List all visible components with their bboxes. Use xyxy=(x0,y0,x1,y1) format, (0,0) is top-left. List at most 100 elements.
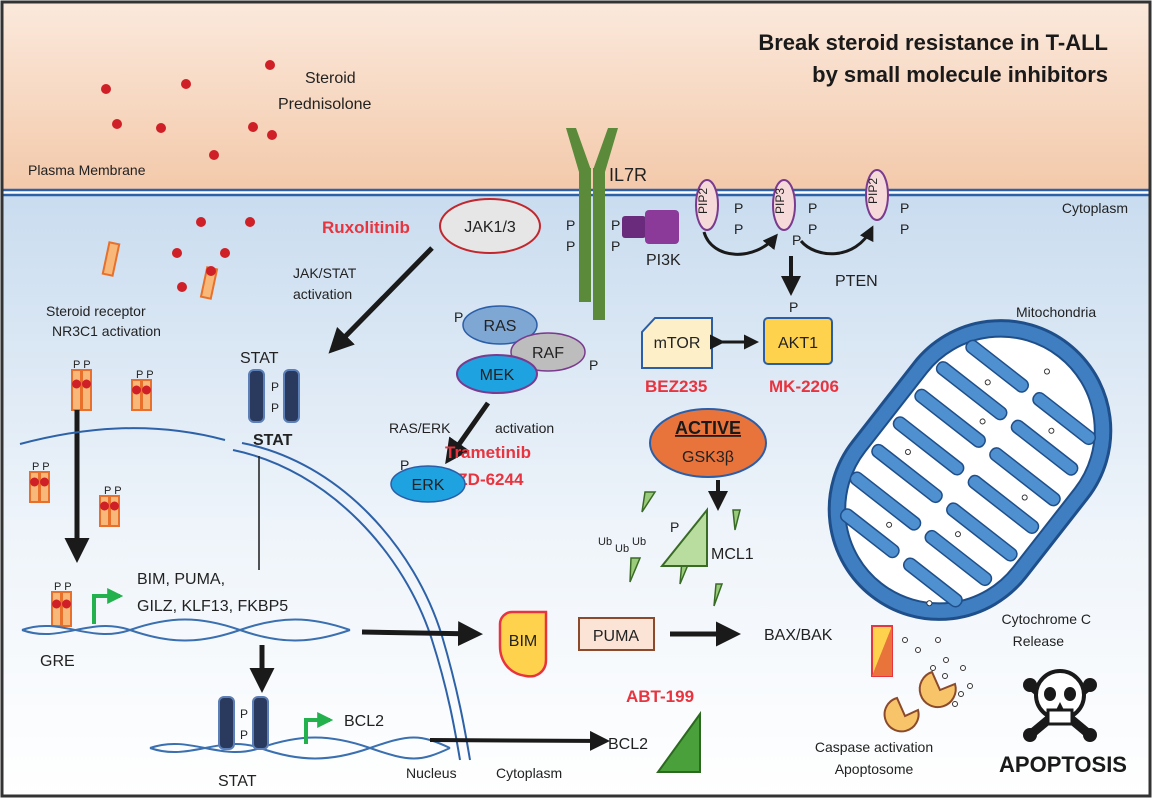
caspase-label-1: Caspase activation xyxy=(815,739,933,755)
receptor-dimers: P P P P P P P P P P xyxy=(29,359,154,627)
akt1-label: AKT1 xyxy=(778,335,818,352)
il7r-p1: P xyxy=(566,217,575,233)
stat-bottom-p2: P xyxy=(240,728,248,742)
cytochrome-label-1: Cytochrome C xyxy=(1002,611,1091,627)
mitochondrion xyxy=(827,319,1113,621)
svg-text:P P: P P xyxy=(104,485,122,497)
bez235-label: BEZ235 xyxy=(645,377,707,396)
pip2-right-p2: P xyxy=(900,221,909,237)
nuclear-envelope-left xyxy=(19,427,226,445)
puma-node xyxy=(578,617,655,651)
cytochrome-c-dots xyxy=(902,637,973,707)
il7r-label: IL7R xyxy=(609,165,647,185)
trametinib-label: Trametinib xyxy=(445,443,531,462)
skull-icon xyxy=(1023,669,1097,742)
ruxolitinib-label: Ruxolitinib xyxy=(322,218,410,237)
pip2-left-p1: P xyxy=(734,200,743,216)
svg-text:PIP2: PIP2 xyxy=(696,188,710,214)
pi3k-label: PI3K xyxy=(646,252,681,269)
mtor-node xyxy=(641,317,713,369)
stat-dimer-cytoplasm xyxy=(248,369,300,423)
gsk3b-node xyxy=(649,408,767,478)
ras-node xyxy=(462,305,538,345)
cytoplasm-top-label: Cytoplasm xyxy=(1062,200,1128,216)
bim-node xyxy=(498,610,548,678)
jak-label: JAK1/3 xyxy=(464,219,516,236)
cytochrome-label-2: Release xyxy=(1013,633,1065,649)
pten-label: PTEN xyxy=(835,273,878,290)
stat-dimer-nucleus xyxy=(218,696,269,750)
pi3k-large-block xyxy=(645,210,679,244)
gre-transcription-arrow xyxy=(92,588,124,624)
pi3k-small-block xyxy=(622,216,646,238)
nucleus-label: Nucleus xyxy=(406,765,457,781)
gene-to-bcl2-arrow xyxy=(429,730,610,751)
svg-text:P P: P P xyxy=(54,581,72,593)
bcl2-transcription-arrow xyxy=(304,712,334,744)
steroid-label: Steroid xyxy=(305,70,356,87)
svg-text:PIP2: PIP2 xyxy=(866,178,880,204)
pip3-node: PIP3 xyxy=(772,179,796,231)
pip2-right-p1: P xyxy=(900,200,909,216)
erk-p: P xyxy=(400,457,409,473)
caspase-label-2: Apoptosome xyxy=(835,761,914,777)
pip2-to-pip3-arrow xyxy=(702,231,778,256)
pip3-p2: P xyxy=(808,221,817,237)
title-line1: Break steroid resistance in T-ALL xyxy=(758,30,1108,55)
nuclear-envelope-inner xyxy=(241,442,471,761)
baxbak-label: BAX/BAK xyxy=(764,627,833,644)
gre-label: GRE xyxy=(40,653,75,670)
il7r-p3: P xyxy=(611,217,620,233)
svg-text:PIP3: PIP3 xyxy=(773,188,787,214)
genes-label-2: GILZ, KLF13, FKBP5 xyxy=(137,598,288,615)
pip2-left-p2: P xyxy=(734,221,743,237)
puma-label: PUMA xyxy=(593,628,640,645)
abt199-label: ABT-199 xyxy=(626,687,694,706)
raserk-label: RAS/ERK xyxy=(389,420,451,436)
bcl2-node xyxy=(656,710,701,773)
raserk-activation-label: activation xyxy=(495,420,554,436)
stat-label: STAT xyxy=(240,350,279,367)
dna-gre xyxy=(21,618,351,642)
ras-label: RAS xyxy=(484,318,517,335)
mek-node xyxy=(456,354,538,394)
mtor-label: mTOR xyxy=(654,335,701,352)
mitochondria-label: Mitochondria xyxy=(1016,304,1096,320)
mcl1-node xyxy=(659,507,708,567)
raf-p: P xyxy=(589,357,598,373)
steroid-molecules xyxy=(101,60,277,292)
pip2-right: PIP2 xyxy=(865,169,889,221)
plasma-membrane-label: Plasma Membrane xyxy=(28,162,146,178)
il7r-receptor xyxy=(566,128,618,320)
steroid-receptor-label-1: Steroid receptor xyxy=(46,303,146,319)
genes-to-bim-arrow xyxy=(361,621,483,647)
svg-text:P P: P P xyxy=(73,359,91,371)
jak-node xyxy=(439,198,541,254)
mcl1-p: P xyxy=(670,519,679,535)
genes-label-1: BIM, PUMA, xyxy=(137,571,225,588)
il7r-p2: P xyxy=(566,238,575,254)
ub-1: Ub xyxy=(598,536,612,548)
jak-to-stat-arrow xyxy=(328,246,434,354)
mek-to-erk-arrow xyxy=(445,401,491,465)
bound-steroid xyxy=(206,266,216,276)
akt1-node xyxy=(763,317,833,365)
apoptosome-2 xyxy=(883,696,920,733)
erk-label: ERK xyxy=(412,477,445,494)
raf-label: RAF xyxy=(532,345,564,362)
akt-p: P xyxy=(789,299,798,315)
stat-bold-label: STAT xyxy=(253,432,293,449)
pip3-to-pip2-arrow xyxy=(799,225,874,256)
svg-text:P P: P P xyxy=(32,461,50,473)
il7r-p4: P xyxy=(611,238,620,254)
gsk3b-label: GSK3β xyxy=(682,449,734,466)
prednisolone-label: Prednisolone xyxy=(278,96,372,113)
stat-p1: P xyxy=(271,380,279,394)
mcl1-label: MCL1 xyxy=(711,546,754,563)
jakstat-label-1: JAK/STAT xyxy=(293,265,357,281)
ub-3: Ub xyxy=(632,536,646,548)
erk-node xyxy=(390,465,466,503)
jakstat-label-2: activation xyxy=(293,286,352,302)
